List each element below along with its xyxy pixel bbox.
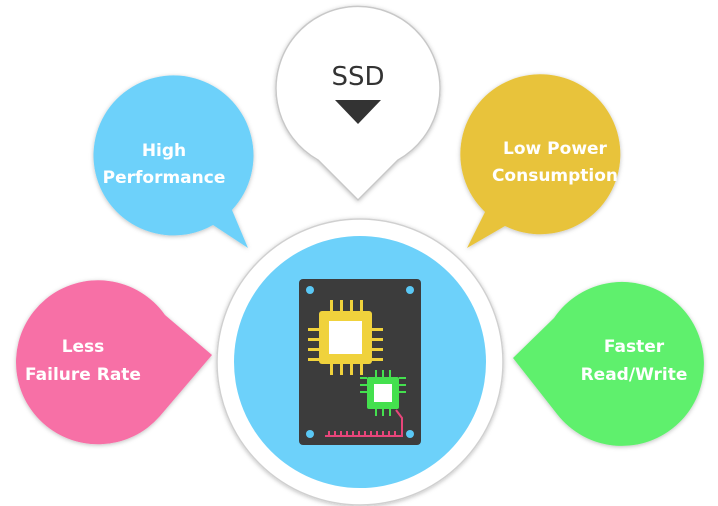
bubble-high-performance: High Performance (93, 75, 254, 248)
chip-pin (389, 409, 391, 416)
chip-pin (372, 358, 383, 361)
chip-pin (389, 370, 391, 377)
chip-pin (360, 391, 367, 393)
bubble-label-line1: Less (62, 337, 105, 357)
chip-pin (399, 391, 406, 393)
chip-pin (360, 364, 363, 375)
chip-pin (340, 300, 343, 311)
chip-pin (308, 328, 319, 331)
chip-pin (372, 328, 383, 331)
chip-pin (330, 300, 333, 311)
down-arrow-icon (335, 100, 381, 124)
chip-pin (372, 338, 383, 341)
chip-pin (394, 431, 396, 436)
chip-pin (308, 358, 319, 361)
chip-pin (376, 431, 378, 436)
chip-pin (350, 364, 353, 375)
chip-pin (346, 431, 348, 436)
main-chip-pins (308, 300, 383, 375)
chip-pin (334, 431, 336, 436)
chip-pin (372, 348, 383, 351)
chip-pin (360, 300, 363, 311)
bubble-label-line2: Performance (103, 168, 226, 188)
ssd-board-emblem (216, 218, 504, 506)
chip-pin (382, 431, 384, 436)
bubble-label-line2: Failure Rate (25, 365, 141, 385)
bubble-faster-rw: Faster Read/Write (513, 281, 704, 446)
chip-pin (308, 348, 319, 351)
chip-pin (340, 364, 343, 375)
chip-pin (360, 384, 367, 386)
small-chip-pins (360, 370, 406, 416)
chip-pin (308, 338, 319, 341)
circuit-board-icon (299, 279, 421, 445)
bubble-less-failure: Less Failure Rate (16, 280, 212, 445)
chip-pin (350, 300, 353, 311)
chip-pin (375, 409, 377, 416)
bubble-label-line2: Read/Write (581, 365, 688, 385)
bubble-low-power: Low Power Consumption (460, 74, 621, 248)
chip-pin (399, 377, 406, 379)
chip-pin (330, 364, 333, 375)
chip-pin (382, 409, 384, 416)
bubble-label-line1: Faster (604, 337, 665, 357)
bubble-label-line2: Consumption (492, 166, 618, 186)
chip-pin (352, 431, 354, 436)
bubble-label-line1: High (142, 141, 186, 161)
chip-pin (328, 431, 330, 436)
ssd-title: SSD (331, 62, 384, 92)
chip-pin (388, 431, 390, 436)
chip-pin (358, 431, 360, 436)
chip-pin (375, 370, 377, 377)
chip-pin (382, 370, 384, 377)
connector-pins (328, 431, 396, 436)
chip-pin (364, 431, 366, 436)
chip-pin (399, 384, 406, 386)
ssd-pin-bubble: SSD (275, 5, 441, 202)
chip-pin (340, 431, 342, 436)
chip-pin (360, 377, 367, 379)
bubble-label-line1: Low Power (503, 139, 608, 159)
chip-pin (370, 431, 372, 436)
